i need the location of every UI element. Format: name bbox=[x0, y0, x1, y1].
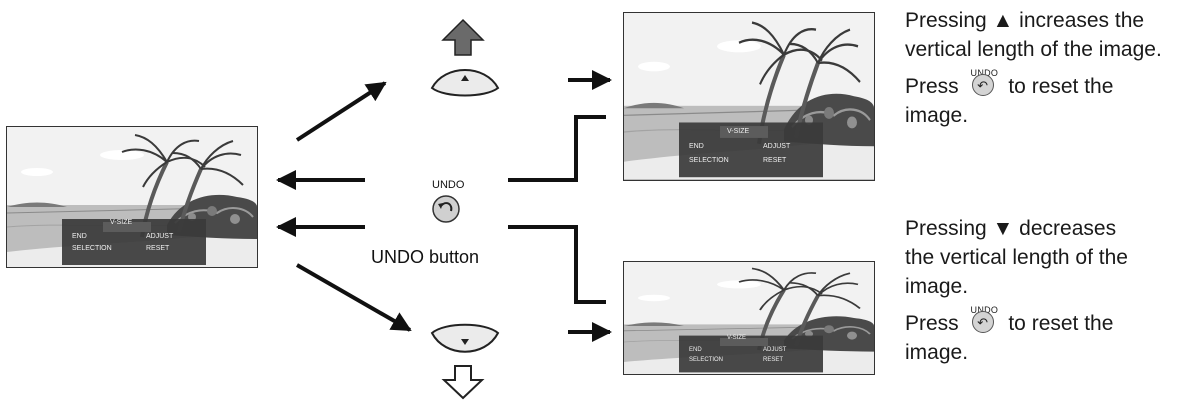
note-increase-line-3: Press UNDO↶ to reset the bbox=[905, 68, 1114, 99]
osd-item-selection-top: SELECTION bbox=[689, 157, 729, 164]
connector-top bbox=[508, 115, 606, 182]
note-decrease-line-3: image. bbox=[905, 275, 969, 298]
osd-title-top: V-SIZE bbox=[727, 128, 750, 135]
note-decrease-line-5: image. bbox=[905, 341, 969, 364]
undo-button-label: UNDO button bbox=[371, 247, 479, 267]
osd-left: V-SIZE END ADJUST SELECTION RESET bbox=[72, 219, 174, 252]
arrow-to-up-key bbox=[295, 81, 387, 142]
osd-title-left: V-SIZE bbox=[110, 219, 133, 226]
osd-item-reset-bottom: RESET bbox=[763, 357, 783, 363]
osd-item-reset: RESET bbox=[146, 245, 170, 252]
beach-scene-original bbox=[5, 125, 259, 269]
osd-bottom: V-SIZE END ADJUST SELECTION RESET bbox=[689, 335, 787, 363]
note-increase-line-1: Pressing ▲ increases the bbox=[905, 9, 1145, 32]
osd-item-end: END bbox=[72, 233, 87, 240]
note-increase: Pressing ▲ increases the vertical length… bbox=[905, 6, 1162, 130]
screen-original: V-SIZE END ADJUST SELECTION RESET bbox=[5, 125, 259, 269]
note-increase-line-4: image. bbox=[905, 104, 969, 127]
down-key-button[interactable] bbox=[430, 323, 500, 353]
note-increase-line-2: vertical length of the image. bbox=[905, 38, 1162, 61]
osd-item-adjust: ADJUST bbox=[146, 233, 174, 240]
beach-scene-decreased bbox=[622, 260, 876, 376]
note-decrease-line-2: the vertical length of the bbox=[905, 246, 1128, 269]
osd-title-bottom: V-SIZE bbox=[727, 335, 746, 341]
osd-top: V-SIZE END ADJUST SELECTION RESET bbox=[689, 128, 791, 164]
note-decrease: Pressing ▼ decreases the vertical length… bbox=[905, 214, 1128, 367]
osd-item-reset-top: RESET bbox=[763, 157, 787, 164]
undo-button[interactable]: UNDO bbox=[432, 179, 465, 223]
up-triangle-icon: ▲ bbox=[992, 9, 1014, 32]
screen-decreased: V-SIZE END ADJUST SELECTION RESET bbox=[622, 260, 876, 376]
note-decrease-line-1: Pressing ▼ decreases bbox=[905, 217, 1117, 240]
screen-increased: V-SIZE END ADJUST SELECTION RESET bbox=[624, 13, 874, 180]
beach-scene-increased bbox=[624, 13, 874, 180]
down-triangle-icon: ▼ bbox=[992, 217, 1014, 240]
osd-item-end-top: END bbox=[689, 143, 704, 150]
connector-bottom bbox=[508, 225, 606, 304]
down-arrow-icon bbox=[441, 365, 485, 400]
osd-item-adjust-bottom: ADJUST bbox=[763, 347, 787, 353]
osd-item-selection-bottom: SELECTION bbox=[689, 357, 723, 363]
arrow-to-down-key bbox=[296, 263, 412, 332]
osd-item-adjust-top: ADJUST bbox=[763, 143, 791, 150]
undo-caption: UNDO bbox=[432, 179, 465, 191]
undo-icon bbox=[438, 202, 453, 212]
note-decrease-line-4: Press UNDO↶ to reset the bbox=[905, 305, 1114, 336]
osd-item-end-bottom: END bbox=[689, 347, 702, 353]
undo-inline-icon: UNDO↶ bbox=[969, 68, 999, 99]
undo-inline-icon: UNDO↶ bbox=[969, 305, 999, 336]
up-key-button[interactable] bbox=[430, 69, 500, 97]
up-arrow-icon bbox=[441, 18, 485, 56]
osd-item-selection: SELECTION bbox=[72, 245, 112, 252]
